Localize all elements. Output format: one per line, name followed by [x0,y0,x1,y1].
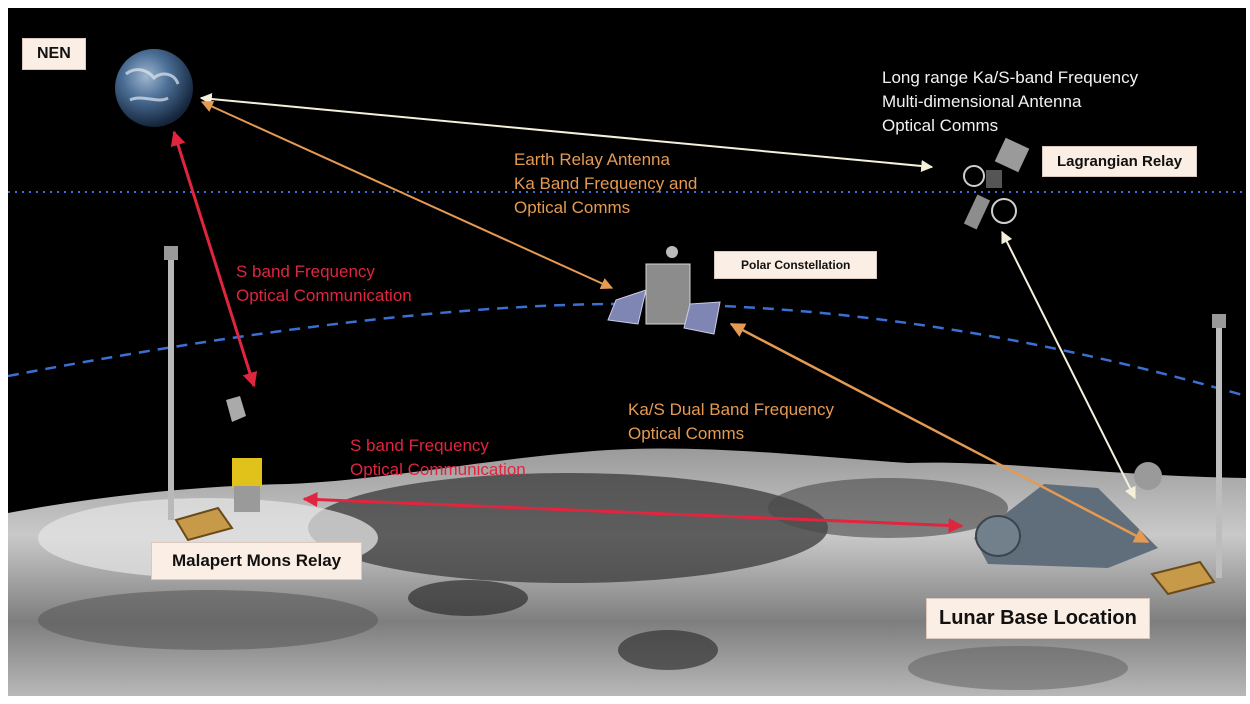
annotation-line: Optical Comms [882,114,1138,138]
diagram-frame: NEN Lagrangian Relay Polar Constellation… [8,8,1246,696]
earth-to-malapert-text: S band Frequency Optical Communication [236,260,412,308]
malapert-mons-relay-label: Malapert Mons Relay [151,542,362,580]
earth-relay-text: Earth Relay Antenna Ka Band Frequency an… [514,148,697,220]
crater-shadow-right [768,478,1008,538]
link-lagrangian-to-base [1002,232,1135,498]
lagrangian-relay-satellite [964,138,1029,230]
lagrangian-capabilities-text: Long range Ka/S-band Frequency Multi-dim… [882,66,1138,138]
polar-constellation-satellite [608,246,720,334]
annotation-line: Optical Comms [514,196,697,220]
annotation-line: Multi-dimensional Antenna [882,90,1138,114]
link-earth-to-malapert [174,132,254,386]
annotation-line: S band Frequency [236,260,412,284]
crater-shadow-center [308,473,828,583]
annotation-line: Optical Communication [236,284,412,308]
annotation-line: Optical Communication [350,458,526,482]
crater-mid [408,580,528,616]
annotation-line: Ka/S Dual Band Frequency [628,398,834,422]
lagrangian-relay-label: Lagrangian Relay [1042,146,1197,177]
polar-constellation-label: Polar Constellation [714,251,877,279]
annotation-line: Optical Comms [628,422,834,446]
malapert-relay-tower [164,246,178,520]
annotation-line: Ka Band Frequency and [514,172,697,196]
annotation-line: Long range Ka/S-band Frequency [882,66,1138,90]
polar-to-base-text: Ka/S Dual Band Frequency Optical Comms [628,398,834,446]
malapert-to-base-text: S band Frequency Optical Communication [350,434,526,482]
annotation-line: S band Frequency [350,434,526,458]
crater-bottom [618,630,718,670]
crater-left [38,590,378,650]
crater-bottom-right [908,646,1128,690]
annotation-line: Earth Relay Antenna [514,148,697,172]
earth-globe [115,49,193,127]
nen-label: NEN [22,38,86,70]
lunar-base-location-label: Lunar Base Location [926,598,1150,639]
